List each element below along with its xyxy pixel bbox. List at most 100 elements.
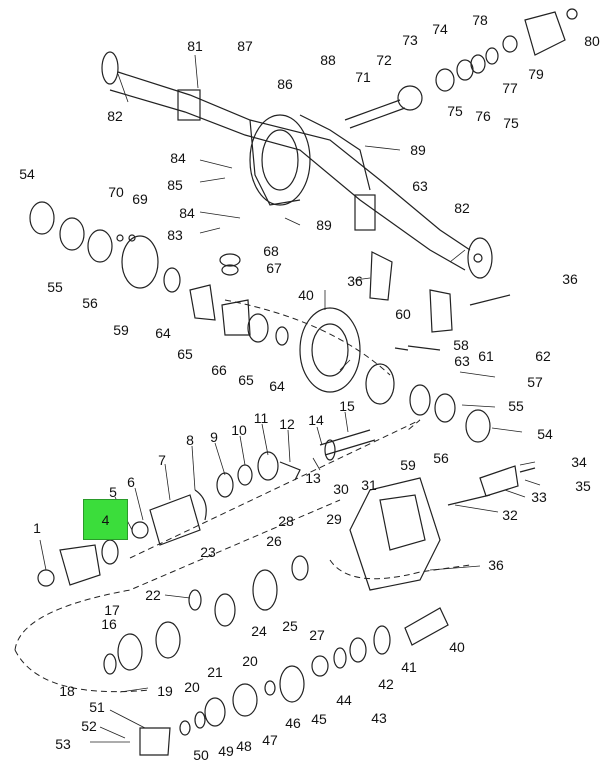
callout-77[interactable]: 77: [502, 80, 518, 96]
callout-17[interactable]: 17: [104, 602, 120, 618]
callout-20a[interactable]: 20: [184, 679, 200, 695]
callout-9[interactable]: 9: [210, 429, 218, 445]
callout-42[interactable]: 42: [378, 676, 394, 692]
callout-68[interactable]: 68: [263, 243, 279, 259]
callout-53[interactable]: 53: [55, 736, 71, 752]
callout-63a[interactable]: 63: [412, 178, 428, 194]
callout-76[interactable]: 76: [475, 108, 491, 124]
callout-79[interactable]: 79: [528, 66, 544, 82]
callout-13[interactable]: 13: [305, 470, 321, 486]
callout-50[interactable]: 50: [193, 747, 209, 763]
callout-47[interactable]: 47: [262, 732, 278, 748]
callout-45[interactable]: 45: [311, 711, 327, 727]
callout-57[interactable]: 57: [527, 374, 543, 390]
callout-27[interactable]: 27: [309, 627, 325, 643]
callout-16[interactable]: 16: [101, 616, 117, 632]
callout-70[interactable]: 70: [108, 184, 124, 200]
callout-41[interactable]: 41: [401, 659, 417, 675]
callout-84a[interactable]: 84: [170, 150, 186, 166]
callout-21[interactable]: 21: [207, 664, 223, 680]
callout-1[interactable]: 1: [33, 520, 41, 536]
callout-29[interactable]: 29: [326, 511, 342, 527]
callout-36b[interactable]: 36: [562, 271, 578, 287]
callout-64b[interactable]: 64: [269, 378, 285, 394]
callout-69[interactable]: 69: [132, 191, 148, 207]
callout-61[interactable]: 61: [478, 348, 494, 364]
callout-11[interactable]: 11: [253, 410, 269, 426]
callout-88[interactable]: 88: [320, 52, 336, 68]
callout-44[interactable]: 44: [336, 692, 352, 708]
callout-71[interactable]: 71: [355, 69, 371, 85]
callout-24[interactable]: 24: [251, 623, 267, 639]
highlighted-callout-4[interactable]: 4: [83, 499, 128, 540]
callout-84b[interactable]: 84: [179, 205, 195, 221]
callout-20b[interactable]: 20: [242, 653, 258, 669]
callout-23[interactable]: 23: [200, 544, 216, 560]
callout-86[interactable]: 86: [277, 76, 293, 92]
callout-64a[interactable]: 64: [155, 325, 171, 341]
callout-52[interactable]: 52: [81, 718, 97, 734]
callout-87[interactable]: 87: [237, 38, 253, 54]
callout-36a[interactable]: 36: [347, 273, 363, 289]
callout-10[interactable]: 10: [231, 422, 247, 438]
callout-14[interactable]: 14: [308, 412, 324, 428]
callout-55a[interactable]: 55: [47, 279, 63, 295]
callout-58[interactable]: 58: [453, 337, 469, 353]
callout-18[interactable]: 18: [59, 683, 75, 699]
callout-49[interactable]: 49: [218, 743, 234, 759]
callout-48[interactable]: 48: [236, 738, 252, 754]
callout-25[interactable]: 25: [282, 618, 298, 634]
callout-78[interactable]: 78: [472, 12, 488, 28]
callout-32[interactable]: 32: [502, 507, 518, 523]
callout-66[interactable]: 66: [211, 362, 227, 378]
callout-75a[interactable]: 75: [447, 103, 463, 119]
callout-30[interactable]: 30: [333, 481, 349, 497]
callout-12[interactable]: 12: [279, 416, 295, 432]
callout-46[interactable]: 46: [285, 715, 301, 731]
callout-73[interactable]: 73: [402, 32, 418, 48]
upper-pinion-group: [344, 8, 578, 129]
callout-89b[interactable]: 89: [316, 217, 332, 233]
callout-40a[interactable]: 40: [298, 287, 314, 303]
callout-65a[interactable]: 65: [177, 346, 193, 362]
callout-74[interactable]: 74: [432, 21, 448, 37]
callout-82a[interactable]: 82: [107, 108, 123, 124]
callout-28[interactable]: 28: [278, 513, 294, 529]
callout-75b[interactable]: 75: [503, 115, 519, 131]
callout-54b[interactable]: 54: [537, 426, 553, 442]
callout-8[interactable]: 8: [186, 432, 194, 448]
callout-15[interactable]: 15: [339, 398, 355, 414]
callout-31[interactable]: 31: [361, 477, 377, 493]
callout-35[interactable]: 35: [575, 478, 591, 494]
callout-6[interactable]: 6: [127, 474, 135, 490]
callout-33[interactable]: 33: [531, 489, 547, 505]
callout-19[interactable]: 19: [157, 683, 173, 699]
callout-7[interactable]: 7: [158, 452, 166, 468]
callout-22[interactable]: 22: [145, 587, 161, 603]
callout-81[interactable]: 81: [187, 38, 203, 54]
callout-89a[interactable]: 89: [410, 142, 426, 158]
callout-63b[interactable]: 63: [454, 353, 470, 369]
callout-67[interactable]: 67: [266, 260, 282, 276]
callout-54a[interactable]: 54: [19, 166, 35, 182]
callout-51[interactable]: 51: [89, 699, 105, 715]
callout-55b[interactable]: 55: [508, 398, 524, 414]
callout-5[interactable]: 5: [109, 484, 117, 500]
callout-85[interactable]: 85: [167, 177, 183, 193]
callout-82b[interactable]: 82: [454, 200, 470, 216]
callout-60[interactable]: 60: [395, 306, 411, 322]
callout-83[interactable]: 83: [167, 227, 183, 243]
callout-56b[interactable]: 56: [433, 450, 449, 466]
callout-59a[interactable]: 59: [113, 322, 129, 338]
callout-72[interactable]: 72: [376, 52, 392, 68]
callout-36c[interactable]: 36: [488, 557, 504, 573]
callout-34[interactable]: 34: [571, 454, 587, 470]
callout-65b[interactable]: 65: [238, 372, 254, 388]
callout-43[interactable]: 43: [371, 710, 387, 726]
callout-40b[interactable]: 40: [449, 639, 465, 655]
callout-56a[interactable]: 56: [82, 295, 98, 311]
callout-62[interactable]: 62: [535, 348, 551, 364]
callout-80[interactable]: 80: [584, 33, 600, 49]
callout-59b[interactable]: 59: [400, 457, 416, 473]
callout-26[interactable]: 26: [266, 533, 282, 549]
